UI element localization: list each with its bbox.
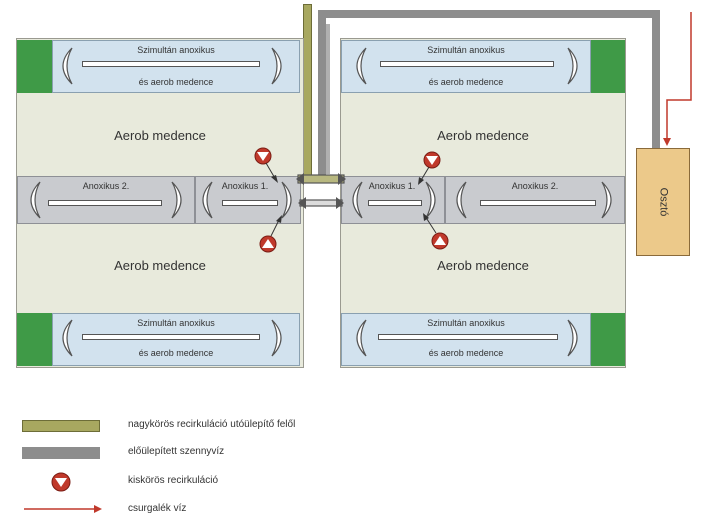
left-top-sim-label-2: és aerob medence [138, 77, 214, 87]
baffle [62, 319, 73, 357]
right-anox1-label: Anoxikus 1. [368, 181, 416, 191]
legend-pump-text: kiskörös recirkuláció [128, 475, 219, 486]
left-aerob-bottom-label: Aerob medence [114, 258, 206, 273]
baffle [30, 181, 41, 219]
right-aerob-bottom-label: Aerob medence [437, 258, 529, 273]
legend-grey-swatch [22, 447, 100, 459]
baffle [271, 319, 282, 357]
baffle [352, 181, 363, 219]
right-top-sim-label-1: Szimultán anoxikus [427, 45, 505, 55]
oszto-text: Osztó [656, 187, 669, 217]
pump-group-right [418, 151, 449, 250]
grey-pipe-horizontal [318, 10, 660, 18]
right-anox1-bar [368, 200, 422, 206]
right-bottom-green [591, 313, 625, 366]
left-aerob-top-label: Aerob medence [114, 128, 206, 143]
right-anox2-label: Anoxikus 2. [511, 181, 559, 191]
oszto-label: Osztó [636, 148, 690, 256]
pump-group-left [254, 147, 282, 253]
baffle [171, 181, 182, 219]
baffle [62, 47, 73, 85]
legend-red-arrow-text: csurgalék víz [128, 503, 187, 514]
left-bottom-sim-label-2: és aerob medence [138, 348, 214, 358]
left-anox2-label: Anoxikus 2. [82, 181, 130, 191]
grey-pipe-vertical-right [652, 10, 660, 150]
left-top-green [17, 40, 52, 93]
left-bottom-green [17, 313, 52, 366]
right-top-green [591, 40, 625, 93]
right-bottom-sim-label-2: és aerob medence [428, 348, 504, 358]
left-anox2-bar [48, 200, 162, 206]
baffle [567, 319, 578, 357]
baffles-layer [30, 47, 612, 357]
right-bottom-bar [378, 334, 558, 340]
legend-pump-icon [51, 472, 71, 492]
baffle [567, 47, 578, 85]
baffle [356, 319, 367, 357]
left-anox1-label: Anoxikus 1. [221, 181, 269, 191]
left-bottom-sim-label-1: Szimultán anoxikus [137, 318, 215, 328]
left-anox2-zone [17, 176, 195, 224]
right-anox2-bar [480, 200, 596, 206]
oszto-box [636, 148, 690, 256]
grey-connector [299, 199, 343, 207]
olive-connector [297, 174, 345, 184]
red-inflow-line [663, 12, 692, 146]
left-anox1-bar [222, 200, 278, 206]
legend-olive-swatch [22, 420, 100, 432]
right-bottom-sim-label-1: Szimultán anoxikus [427, 318, 505, 328]
legend-red-arrow-icon [24, 505, 102, 513]
baffle [456, 181, 467, 219]
right-top-sim-label-2: és aerob medence [428, 77, 504, 87]
baffle [601, 181, 612, 219]
grey-pipe-inner [326, 24, 330, 174]
legend-olive-text: nagykörös recirkuláció utóülepítő felől [128, 419, 296, 430]
left-top-bar [82, 61, 260, 67]
baffle [425, 181, 436, 219]
baffle [356, 47, 367, 85]
right-top-bar [380, 61, 554, 67]
grey-pipe-vertical-left [318, 10, 326, 175]
baffle [202, 181, 213, 219]
left-bottom-bar [82, 334, 260, 340]
baffle [281, 181, 292, 219]
right-aerob-top-label: Aerob medence [437, 128, 529, 143]
legend-grey-text: előülepített szennyvíz [128, 446, 225, 457]
baffle [271, 47, 282, 85]
left-top-sim-label-1: Szimultán anoxikus [137, 45, 215, 55]
